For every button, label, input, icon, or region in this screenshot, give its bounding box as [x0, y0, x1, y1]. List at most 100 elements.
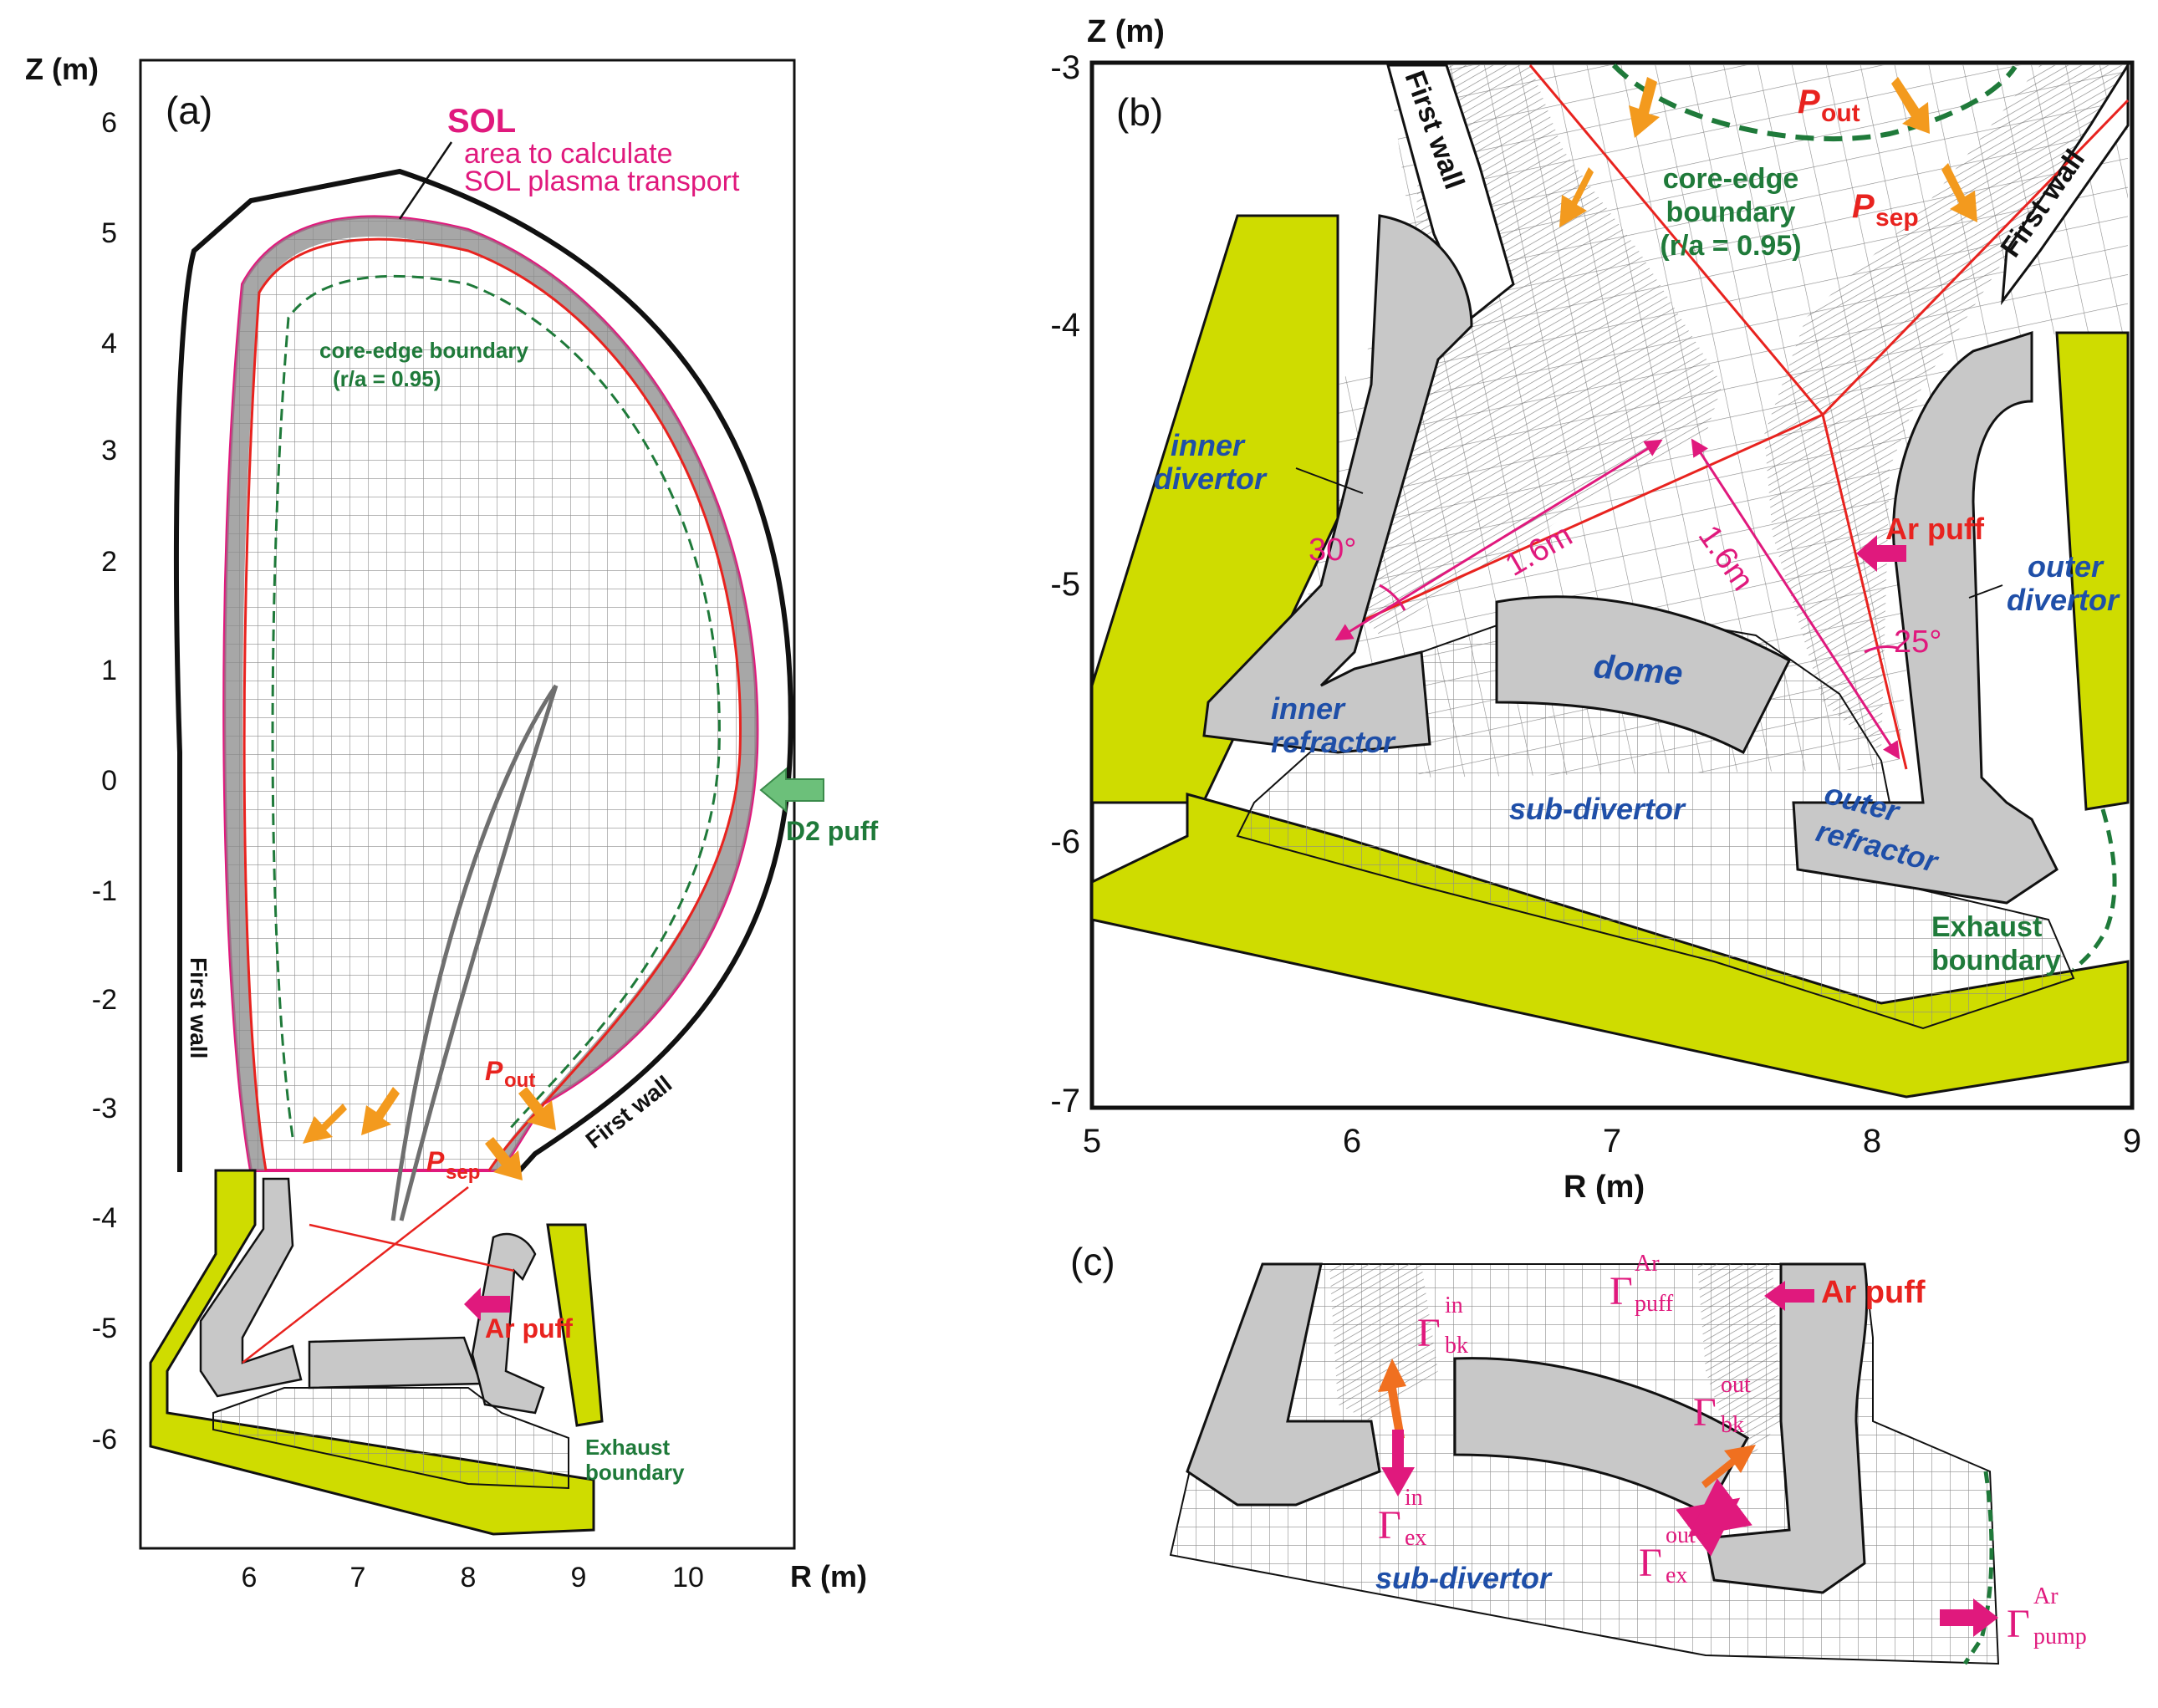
inner-divertor-pointer	[1295, 467, 1364, 494]
z-tick: -4	[92, 1202, 117, 1234]
r-tick: 6	[242, 1562, 258, 1593]
p-sep-arrow-a	[485, 1137, 523, 1180]
z-tick: -5	[1050, 566, 1080, 603]
p-sep-sub-b: sep	[1875, 204, 1919, 232]
exhaust-label-b1: Exhaust	[1931, 911, 2042, 943]
z-axis-label-b: Z (m)	[1087, 14, 1165, 49]
ar-puff-arrow-a	[464, 1287, 510, 1321]
outer-divertor-label2: divertor	[2007, 583, 2120, 617]
inner-divertor-label1: inner	[1171, 428, 1246, 462]
inner-refractor-label2: refractor	[1271, 725, 1396, 759]
panel-label-b: (b)	[1116, 90, 1163, 134]
gamma-pump-sup: Ar	[2033, 1583, 2059, 1609]
dome-c	[1453, 1357, 1750, 1515]
sol-desc-line1: area to calculate	[464, 138, 673, 170]
ar-puff-label-a: Ar puff	[485, 1313, 573, 1343]
core-edge-boundary-a	[271, 274, 721, 1138]
z-tick: -3	[1050, 49, 1080, 86]
core-edge-label-b2: boundary	[1666, 196, 1796, 228]
z-tick: 1	[101, 655, 117, 686]
ar-puff-arrow-c	[1764, 1281, 1814, 1311]
d2-puff-label: D2 puff	[786, 816, 879, 846]
z-tick: 4	[101, 328, 117, 359]
p-arrow-b2	[1559, 167, 1594, 227]
outer-divertor-label1: outer	[2028, 549, 2104, 584]
core-edge-label-b3: (r/a = 0.95)	[1660, 230, 1801, 262]
panel-a: 6 5 4 3 2 1 0 -1 -2 -3 -4 -5 -6 6 7 8 9 …	[25, 52, 879, 1593]
exhaust-label-a1: Exhaust	[585, 1435, 670, 1460]
gamma-puff-symbol: Γ	[1610, 1269, 1633, 1313]
outer-divertor-pointer	[1968, 584, 2003, 599]
gamma-bk-in-symbol: Γ	[1417, 1311, 1441, 1355]
core-edge-boundary-b	[1611, 63, 2018, 142]
sub-divertor-label-b: sub-divertor	[1509, 792, 1686, 826]
sub-divertor-label-c: sub-divertor	[1375, 1561, 1553, 1595]
outer-divertor-c	[1704, 1262, 1869, 1594]
r-axis-label-a: R (m)	[790, 1559, 867, 1593]
separatrix-a	[242, 237, 742, 1171]
outer-yellow-wall-a	[546, 1223, 604, 1427]
angle-label-left: 30°	[1309, 533, 1356, 568]
z-axis-ticks-a: 6 5 4 3 2 1 0 -1 -2 -3 -4 -5 -6	[92, 107, 117, 1456]
sol-desc-line2: SOL plasma transport	[464, 166, 740, 197]
first-wall-left-b	[1386, 64, 1515, 320]
exhaust-label-b2: boundary	[1931, 945, 2061, 976]
r-tick: 7	[350, 1562, 366, 1593]
gamma-bk-in-arrow	[1378, 1359, 1406, 1440]
r-axis-ticks-a: 6 7 8 9 10	[242, 1562, 704, 1593]
r-tick: 10	[672, 1562, 704, 1593]
panel-c-dense-outer	[1697, 1264, 1781, 1471]
sol-title: SOL	[447, 103, 516, 140]
sub-divertor-mesh-a	[212, 1387, 569, 1490]
gamma-bk-in-sup: in	[1445, 1292, 1463, 1318]
z-tick: -4	[1050, 307, 1080, 344]
gamma-bk-out-sup: out	[1721, 1372, 1751, 1398]
first-wall-label-left-a: First wall	[186, 957, 212, 1058]
gamma-pump-sub: pump	[2033, 1624, 2087, 1649]
z-tick: -2	[92, 984, 117, 1016]
r-axis-ticks-b: 5 6 7 8 9	[1083, 1123, 2141, 1160]
gamma-bk-out-symbol: Γ	[1693, 1390, 1717, 1435]
d2-puff-arrow	[759, 767, 824, 813]
divertor-yellow-wall-a	[149, 1169, 595, 1536]
p-sep-label-a: P	[426, 1146, 445, 1176]
core-edge-label-a1: core-edge boundary	[319, 338, 528, 363]
panel-c-dense-inner	[1329, 1264, 1438, 1421]
gamma-bk-in-sub: bk	[1445, 1333, 1468, 1359]
r-tick: 8	[1863, 1123, 1881, 1160]
first-wall-right-b	[2001, 60, 2130, 306]
r-tick: 9	[2123, 1123, 2141, 1160]
gamma-ex-out-arrow	[1676, 1478, 1752, 1557]
z-tick: 2	[101, 546, 117, 578]
p-sep-arrow-b	[1941, 163, 1977, 222]
gamma-ex-out-symbol: Γ	[1639, 1541, 1662, 1585]
z-axis-ticks-b: -3 -4 -5 -6 -7	[1050, 49, 1080, 1119]
r-tick: 6	[1343, 1123, 1361, 1160]
z-tick: -5	[92, 1313, 117, 1344]
inner-divertor-b	[1202, 214, 1473, 754]
z-tick: -1	[92, 875, 117, 907]
z-tick: 3	[101, 435, 117, 467]
ar-puff-arrow-b	[1856, 535, 1906, 572]
inner-refractor-label1: inner	[1271, 691, 1346, 726]
dome-label: dome	[1592, 648, 1684, 692]
p-sep-label-b: P	[1852, 188, 1875, 225]
gamma-ex-in-symbol: Γ	[1378, 1503, 1401, 1547]
length-arrow-right	[1691, 438, 1900, 760]
gamma-ex-in-sub: ex	[1405, 1525, 1426, 1551]
p-out-sub-b: out	[1821, 99, 1860, 127]
gamma-puff-sub: puff	[1635, 1291, 1674, 1317]
exhaust-label-a2: boundary	[585, 1460, 685, 1485]
angle-arc-left	[1379, 584, 1406, 611]
p-out-arrow-a	[518, 1087, 556, 1130]
z-tick: -6	[1050, 823, 1080, 860]
angle-label-right: 25°	[1894, 625, 1941, 660]
inner-divertor-label2: divertor	[1154, 461, 1268, 496]
panel-c: (c) Γ Ar puff Ar puff Γ in bk Γ in ex Γ …	[1070, 1240, 2087, 1665]
panel-b: -3 -4 -5 -6 -7 5 6 7 8 9 Z (m) R (m) (b)…	[1050, 14, 2141, 1205]
length-arrow-left	[1334, 439, 1663, 641]
p-out-label-a: P	[485, 1056, 503, 1086]
inner-divertor-c	[1186, 1262, 1381, 1507]
core-edge-label-a2: (r/a = 0.95)	[333, 366, 441, 391]
